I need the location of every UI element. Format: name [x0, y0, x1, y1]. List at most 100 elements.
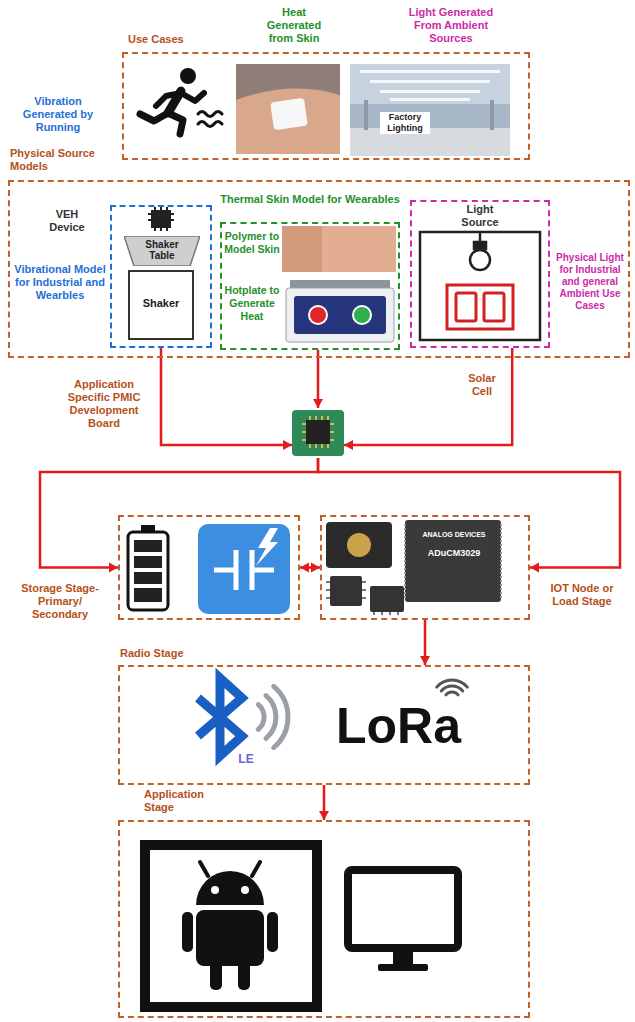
iot-chips	[370, 586, 404, 612]
android-app-icon	[211, 886, 219, 894]
logo-text: LoRa	[336, 698, 476, 754]
connector-arrow	[313, 350, 323, 408]
light-source-frame	[420, 232, 540, 340]
hotplate-icon	[286, 288, 394, 342]
android-app-icon	[196, 910, 264, 966]
battery-icon	[134, 572, 162, 584]
skin-patch-photo	[270, 98, 308, 130]
running-figure	[198, 122, 222, 127]
solar-cell-icon	[447, 285, 513, 329]
android-app-icon	[145, 845, 317, 1007]
polymer-skin-photo	[282, 226, 396, 272]
android-app-icon	[241, 886, 249, 894]
use-case-label: Vibration Generated by Running	[8, 95, 108, 134]
bluetooth-logo	[258, 705, 264, 730]
box-heading: Application Specific PMIC Development Bo…	[56, 378, 152, 430]
radio-stage-box: Radio Stage	[118, 665, 530, 785]
source-model-band: Physical Source ModelsVibrational Model …	[8, 180, 630, 358]
battery-icon	[134, 588, 162, 602]
running-figure	[181, 93, 204, 101]
android-app-icon	[182, 912, 193, 952]
polymer-skin-photo	[282, 226, 396, 272]
arrow-head	[283, 440, 292, 450]
running-figure	[156, 93, 181, 106]
bluetooth-logo	[198, 678, 242, 756]
lora-waves	[437, 680, 468, 695]
veh-chip-icon	[152, 211, 170, 227]
connector-line	[40, 458, 318, 568]
shaker-table: Shaker Table	[124, 236, 200, 266]
veh-chip-icon	[148, 207, 174, 231]
iot-chips	[374, 612, 398, 615]
part-label: VEH Device	[44, 208, 90, 234]
running-figure	[168, 113, 183, 134]
arrow-head	[109, 563, 118, 573]
factory-photo	[350, 64, 510, 104]
battery-icon	[134, 556, 162, 568]
box-heading: Physical Light for Industrial and genera…	[554, 252, 626, 312]
connector-line	[344, 348, 512, 445]
battery-icon	[134, 540, 162, 552]
light-source-frame	[470, 250, 490, 270]
factory-photo	[350, 64, 510, 156]
shaker-box: Shaker	[128, 270, 194, 340]
factory-photo	[490, 100, 494, 130]
bluetooth-logo	[198, 678, 288, 756]
photo-caption: Factory Lighting	[380, 112, 430, 134]
connector-arrow	[319, 785, 329, 820]
box-heading: Vibrational Model for Industrial and Wea…	[14, 263, 106, 302]
pmic-board-icon	[292, 410, 344, 456]
band-heading: Physical Source Models	[10, 147, 98, 173]
arrow-head	[344, 440, 353, 450]
stage-heading: Application Stage	[144, 788, 224, 814]
factory-photo	[364, 100, 368, 130]
chip-marking: ADuCM3029	[410, 548, 498, 559]
connector-line	[161, 348, 292, 445]
iot-chips	[330, 576, 362, 606]
thermal-model-box: Thermal Skin Model for WearablesPolymer …	[220, 222, 400, 350]
veh-chip-icon	[148, 207, 174, 231]
solar-cell-icon	[484, 293, 504, 321]
running-figure	[140, 113, 168, 121]
shape-text: Shaker Table	[137, 239, 187, 261]
android-app-icon	[267, 912, 278, 952]
application-stage-box: Application Stage	[118, 820, 530, 1018]
iot-chips	[347, 533, 371, 557]
monitor-icon	[393, 948, 413, 964]
battery-icon	[128, 525, 168, 610]
running-figure	[180, 68, 196, 84]
stage-heading: IOT Node or Load Stage	[538, 582, 626, 608]
android-app-icon	[145, 845, 317, 1007]
connector-line	[318, 458, 620, 568]
supercapacitor-icon	[198, 524, 290, 614]
monitor-icon	[348, 870, 458, 948]
android-app-icon	[210, 960, 222, 990]
chip-marking: ANALOG DEVICES	[410, 530, 498, 539]
use-case-band: Use Cases	[122, 52, 530, 160]
stage-heading: Storage Stage-Primary/ Secondary	[10, 582, 110, 621]
light-model-box: Light SourcePhysical Light for Industria…	[410, 200, 550, 348]
supercapacitor-icon	[256, 528, 278, 566]
box-heading: Thermal Skin Model for Wearables	[220, 193, 400, 206]
factory-photo	[380, 90, 480, 93]
factory-photo	[350, 64, 510, 156]
factory-photo	[360, 70, 500, 73]
part-label: Hotplate to Generate Heat	[223, 284, 281, 323]
supercapacitor-icon	[198, 524, 290, 614]
pmic-board-icon	[302, 416, 334, 448]
hotplate-icon	[294, 296, 386, 334]
iot-chips	[326, 520, 501, 615]
logo-text: LE	[234, 752, 258, 766]
android-app-icon	[238, 960, 250, 990]
light-source-frame	[479, 232, 482, 242]
hotplate-icon	[286, 280, 394, 342]
use-case-label: Heat Generated from Skin	[258, 6, 330, 45]
part-label: Solar Cell	[462, 372, 502, 398]
connector-arrow	[344, 348, 512, 450]
hotplate-icon	[353, 306, 371, 324]
bluetooth-logo	[266, 696, 276, 739]
lora-waves	[446, 692, 458, 695]
